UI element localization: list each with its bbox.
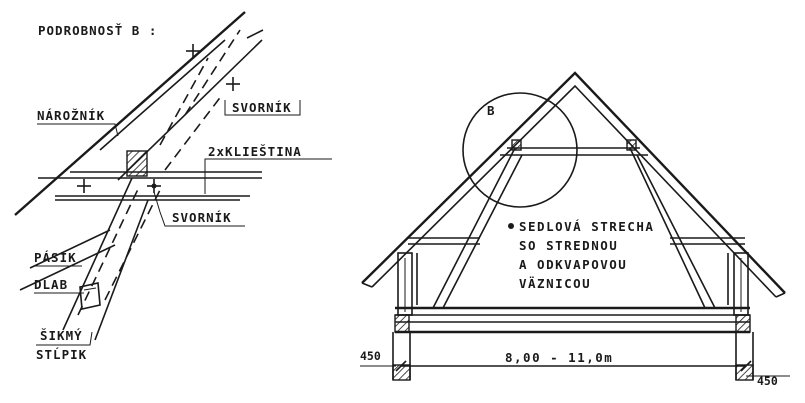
span-label: 8,00 - 11,0m — [505, 350, 613, 365]
purlin-section — [126, 150, 148, 177]
note-line-3: A ODKVAPOVOU — [519, 257, 627, 272]
post-right-a — [629, 147, 706, 309]
post-hidden-line — [77, 184, 141, 316]
hidden-line-2 — [184, 29, 241, 116]
label-svornik-mid: SVORNÍK — [172, 210, 232, 225]
strip-line-1 — [29, 229, 111, 269]
leader-kliestina — [204, 158, 332, 194]
dim-left-label: 450 — [360, 349, 381, 363]
dim-right-label: 450 — [757, 374, 778, 388]
post-line-right — [94, 199, 149, 341]
eave-right — [775, 292, 786, 298]
label-dlab: DLAB — [34, 277, 68, 292]
strip-line-2 — [19, 244, 116, 291]
detail-title: PODROBNOSŤ B : — [38, 23, 157, 38]
label-stlpik: STĹPIK — [36, 347, 87, 362]
leader-svornik-top — [224, 100, 301, 116]
rafter-end — [246, 29, 264, 39]
wall-base-left — [392, 364, 411, 381]
post-hidden-line-2 — [104, 189, 161, 301]
leader-naroznik — [37, 123, 119, 137]
roof-inner-line — [371, 84, 777, 298]
detail-marker-b: B — [487, 103, 496, 118]
roof-section-drawing: B SEDLOVÁ STRECHA SO STREDNOU A ODKVAPOV… — [360, 71, 790, 388]
detail-circle-b — [462, 92, 578, 208]
roof-outer-line — [361, 71, 786, 294]
post-left-b — [442, 154, 523, 309]
hidden-line-1 — [159, 57, 209, 146]
bolt-marker-upper-right — [226, 77, 240, 91]
leader-stlpik — [36, 331, 93, 346]
label-svornik-top: SVORNÍK — [232, 100, 292, 115]
label-kliestina: 2xKLIEŠTINA — [208, 144, 302, 159]
bolt-marker-top — [186, 44, 200, 58]
post-right-b — [636, 154, 716, 309]
ceiling-end-left — [394, 314, 410, 333]
note-line-2: SO STREDNOU — [519, 238, 618, 253]
note-line-4: VÄZNICOU — [519, 276, 591, 291]
purlin-left — [511, 139, 522, 151]
span-tick-left — [395, 360, 407, 372]
span-tick-right — [740, 360, 752, 372]
bolt-marker-left — [77, 179, 91, 193]
leader-svornik-mid — [153, 191, 245, 227]
purlin-right — [626, 139, 637, 151]
label-pasik: PÁSIK — [34, 250, 77, 265]
note-line-1: SEDLOVÁ STRECHA — [519, 219, 654, 234]
post-left-a — [432, 147, 516, 309]
detail-b-drawing: PODROBNOSŤ B : — [14, 11, 332, 362]
bolt-marker-right — [147, 179, 161, 193]
mortise-outline — [79, 282, 101, 310]
rafter-line-outer — [14, 11, 246, 216]
eave-left — [361, 282, 373, 288]
ceiling-end-right — [735, 314, 751, 333]
label-sikmy: ŠIKMÝ — [40, 328, 83, 343]
rafter-line-mid — [99, 39, 226, 151]
label-naroznik: NÁROŽNÍK — [37, 108, 105, 123]
mortise-line — [83, 287, 97, 291]
note-bullet — [508, 223, 514, 229]
